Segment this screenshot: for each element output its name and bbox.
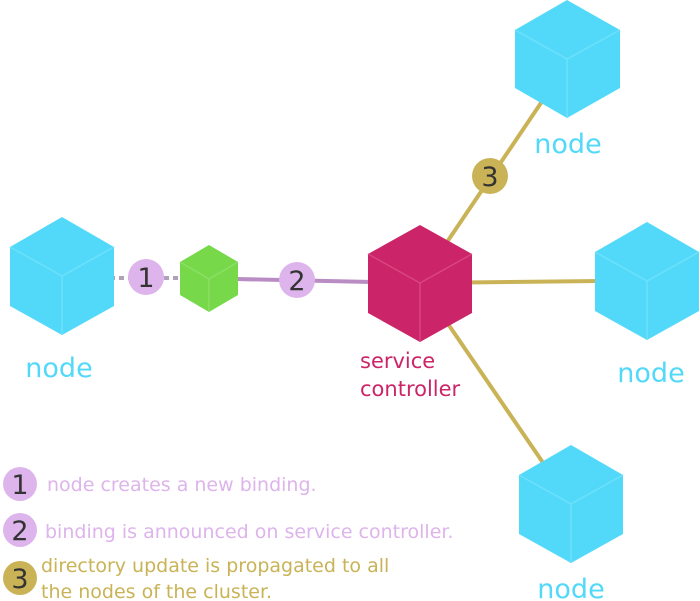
legend-text-2: binding is announced on service controll… [45,521,454,543]
svg-text:2: 2 [288,266,305,297]
svg-text:3: 3 [481,162,498,193]
node-right [594,222,700,340]
controller-label-line1: service [360,349,435,373]
svg-text:1: 1 [137,263,154,294]
node-bottom-right-label: node [537,574,604,601]
node-bottom-right [518,445,624,563]
legend: 1 node creates a new binding. 2 binding … [3,467,454,601]
node-right-label: node [617,358,684,389]
legend-item-2: 2 binding is announced on service contro… [3,513,454,547]
svg-text:3: 3 [11,564,28,595]
step-badge-3: 3 [472,158,508,194]
controller-label-line2: controller [360,377,461,401]
svg-text:1: 1 [11,470,28,501]
node-top-right [514,0,621,118]
node-left [9,217,115,335]
service-controller-hexagon [367,225,473,342]
step-badge-2: 2 [279,262,315,298]
node-left-label: node [25,353,92,384]
legend-text-1: node creates a new binding. [47,474,317,496]
step-badge-1: 1 [128,259,164,295]
legend-item-3: 3 directory update is propagated to all … [3,555,389,601]
node-top-right-label: node [534,129,601,160]
legend-item-1: 1 node creates a new binding. [3,467,317,501]
svg-text:2: 2 [11,516,28,547]
legend-text-3-line1: directory update is propagated to all [41,555,389,577]
binding-hexagon [179,245,239,312]
legend-text-3-line2: the nodes of the cluster. [41,581,272,601]
